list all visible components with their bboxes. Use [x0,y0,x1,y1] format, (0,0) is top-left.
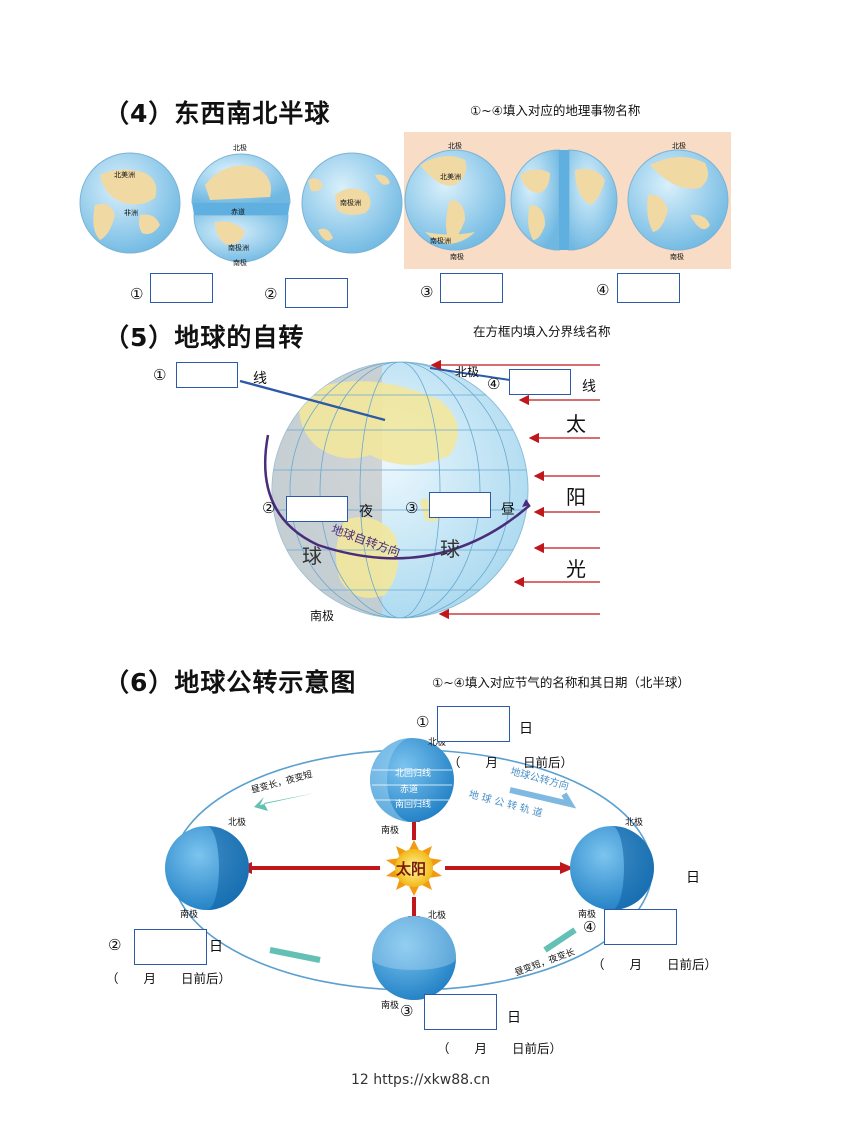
top-globe-line: 赤道 [400,785,419,795]
g1-label: 非洲 [124,209,138,217]
ball-char-right: 球 [440,537,460,561]
section5-instruction: 在方框内填入分界线名称 [473,324,611,339]
globe-bottom [372,916,456,1000]
leader-line-4 [429,367,511,381]
rotation-marker-4: ④ [487,375,501,393]
rev-marker-3: ③ [400,1002,414,1020]
sun-label: 太阳 [396,860,427,878]
line-label-4: 线 [582,379,596,395]
rotation-marker-3: ③ [405,499,419,517]
g6-north-label: 北极 [672,142,686,150]
globe-right [570,826,654,910]
rotation-marker-1: ① [153,366,167,384]
right-south-pole: 南极 [578,910,597,920]
date-hint-1: （ 月 日前后） [448,755,574,770]
sun-char-2: 阳 [566,485,586,509]
g6-south-label: 南极 [670,253,684,261]
top-globe-line: 南回归线 [395,800,432,810]
answer-box-6-3[interactable] [424,994,497,1030]
day-char-1: 日 [519,721,533,737]
answer-box-4-2[interactable] [285,278,348,308]
south-pole-label: 南极 [310,609,335,623]
rev-marker-4: ④ [583,918,597,936]
g4-label: 南极洲 [430,237,451,245]
section4-title: （4）东西南北半球 [104,99,331,128]
g2-equator-label: 赤道 [231,208,245,216]
answer-box-6-4[interactable] [604,909,677,945]
globe-east-hemisphere-1 [79,152,181,254]
top-south-pole: 南极 [381,826,400,836]
date-hint-2: （ 月 日前后） [106,971,232,986]
marker-2: ② [264,285,278,303]
north-pole-label: 北极 [455,365,480,379]
rev-marker-1: ① [416,713,430,731]
g3-label: 南极洲 [340,199,361,207]
top-globe-line: 北回归线 [395,769,432,779]
globe-north-south-split [191,153,291,263]
rotation-arc [263,434,531,560]
leader-line-1 [239,379,386,422]
g4-south-label: 南极 [450,253,464,261]
top-north-pole: 北极 [428,738,447,748]
answer-box-4-4[interactable] [617,273,680,303]
globe-east-west-split [510,149,618,251]
ball-char-left: 球 [302,544,322,568]
answer-box-5-4[interactable] [509,369,571,395]
day-label: 昼 [501,502,515,518]
globe-east-hemisphere-2 [627,149,729,251]
section6-instruction: ①~④填入对应节气的名称和其日期（北半球） [432,675,690,690]
answer-box-4-3[interactable] [440,273,503,303]
date-hint-4: （ 月 日前后） [592,957,718,972]
bottom-north-pole: 北极 [428,911,447,921]
page-footer: 12 https://xkw88.cn [350,1072,491,1088]
marker-1: ① [130,285,144,303]
globe-west-hemisphere [404,149,506,251]
left-north-pole: 北极 [228,818,247,828]
date-hint-3: （ 月 日前后） [437,1041,563,1056]
g4-label: 北美洲 [440,173,461,181]
g2-south-label: 南极 [233,259,247,267]
answer-box-5-2[interactable] [286,496,348,522]
day-char-3: 日 [507,1010,521,1026]
orbit-arrow-br [543,927,577,953]
marker-3: ③ [420,283,434,301]
day-char-2: 日 [209,939,223,955]
answer-box-4-1[interactable] [150,273,213,303]
marker-4: ④ [596,281,610,299]
g2-antarctica-label: 南极洲 [228,244,249,252]
answer-box-5-1[interactable] [176,362,238,388]
section4-instruction: ①~④填入对应的地理事物名称 [470,103,641,118]
globe-top [370,738,454,822]
orbit-arrow-tr [509,787,577,809]
day-char-right: 日 [686,870,700,886]
answer-box-6-1[interactable] [437,706,510,742]
answer-box-5-3[interactable] [429,492,491,518]
line-label-1: 线 [253,371,267,387]
section6-title: （6）地球公转示意图 [104,668,357,697]
night-label: 夜 [359,504,373,520]
g2-north-label: 北极 [233,144,247,152]
sun-char-3: 光 [566,557,586,581]
right-north-pole: 北极 [625,818,644,828]
orbit-arrow-bl [269,947,321,963]
sun-rays [430,359,600,620]
g4-north-label: 北极 [448,142,462,150]
globe-south-pole-view [301,152,403,254]
sun-char-1: 太 [566,412,586,436]
rotation-marker-2: ② [262,499,276,517]
rev-marker-2: ② [108,936,122,954]
g1-label: 北美洲 [114,171,135,179]
globe-left [165,826,249,910]
bottom-south-pole: 南极 [381,1001,400,1011]
answer-box-6-2[interactable] [134,929,207,965]
sun-icon [386,840,442,896]
left-south-pole: 南极 [180,910,199,920]
section5-title: （5）地球的自转 [104,323,305,352]
orbit-arrow-tl [254,793,315,811]
